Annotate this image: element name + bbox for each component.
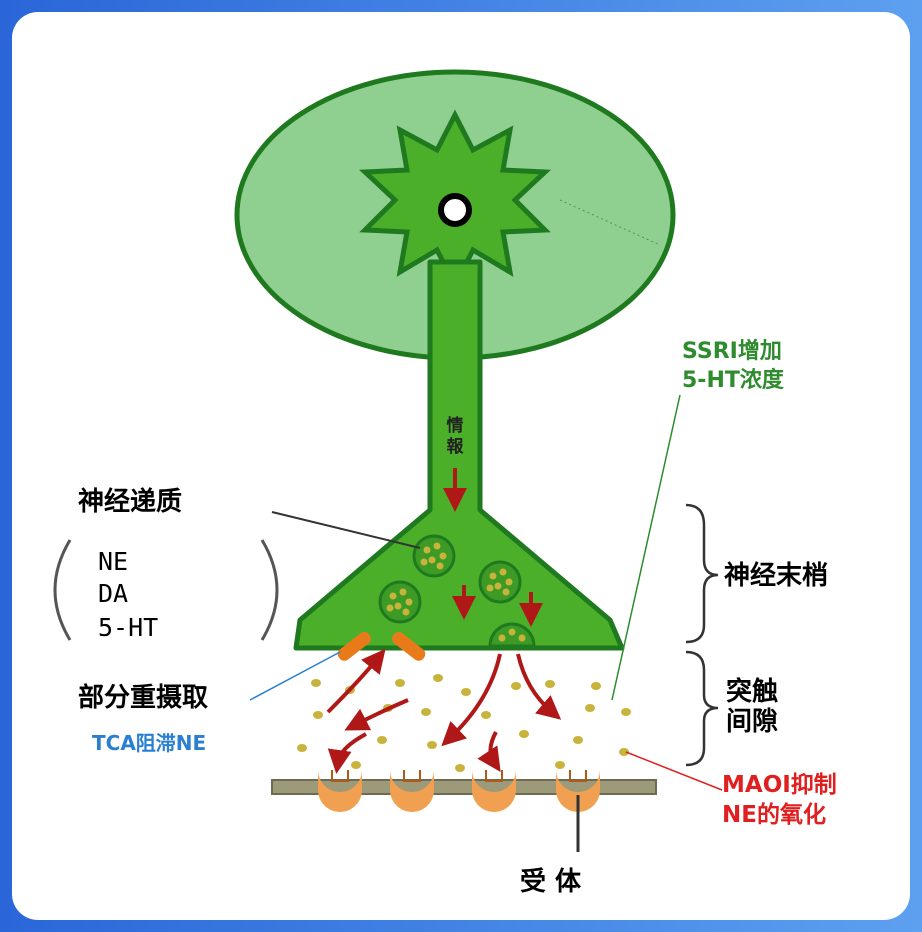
info-label-2: 報 <box>447 436 465 457</box>
tca-label: TCA阻滞NE <box>92 731 206 755</box>
ssri-label-line2: 5-HT浓度 <box>682 367 785 393</box>
synaptic-cleft-label-2: 间隙 <box>726 707 778 737</box>
nucleolus <box>441 196 469 224</box>
nerve-terminal-label: 神经末梢 <box>724 560 828 591</box>
receptor-label: 受 体 <box>520 866 582 897</box>
vesicle-2 <box>480 562 520 602</box>
maoi-label-line2: NE的氧化 <box>722 801 826 828</box>
da-label: DA <box>98 579 128 608</box>
maoi-label-line1: MAOI抑制 <box>722 772 837 798</box>
vesicle-1 <box>414 536 454 576</box>
5ht-label: 5-HT <box>98 613 158 642</box>
ssri-label-line1: SSRI增加 <box>682 338 782 364</box>
ne-label: NE <box>98 547 128 576</box>
vesicle-3 <box>380 582 420 622</box>
partial-reuptake-label: 部分重摄取 <box>78 683 208 713</box>
info-label-1: 情 <box>447 415 464 436</box>
synaptic-cleft-label-1: 突触 <box>726 676 778 707</box>
neurotransmitter-label: 神经递质 <box>78 486 182 517</box>
